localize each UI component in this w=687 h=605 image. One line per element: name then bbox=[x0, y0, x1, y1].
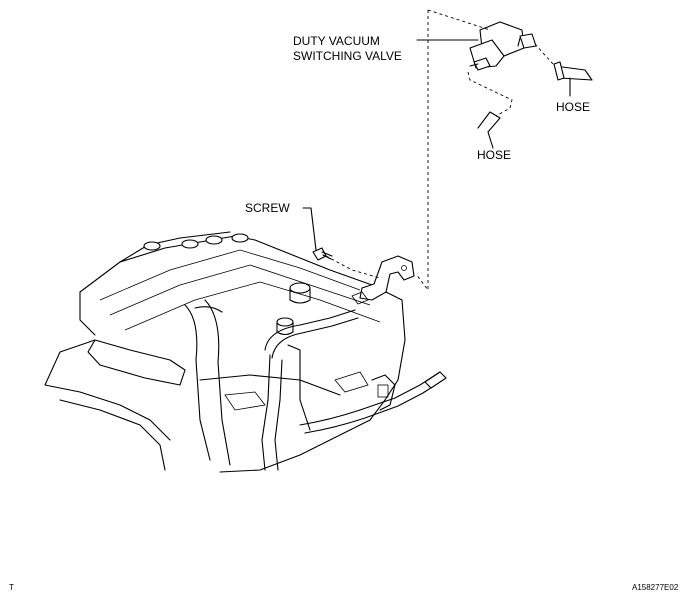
valve-label-line1: DUTY VACUUM bbox=[293, 34, 380, 48]
footer-left-mark: T bbox=[9, 583, 14, 592]
hose-right-label: HOSE bbox=[556, 100, 591, 114]
valve-bracket bbox=[351, 255, 415, 305]
valve-label-line2: SWITCHING VALVE bbox=[293, 49, 402, 63]
assembly-guide-lines bbox=[325, 9, 554, 292]
screw-part bbox=[302, 207, 333, 261]
engine-block-illustration bbox=[44, 231, 447, 473]
hose-left-part bbox=[477, 111, 501, 149]
hose-left-label: HOSE bbox=[477, 148, 512, 162]
figure-code: A158277E02 bbox=[632, 583, 679, 592]
hose-right-part bbox=[553, 61, 593, 97]
duty-vacuum-switching-valve-part bbox=[416, 21, 537, 71]
screw-label: SCREW bbox=[245, 201, 290, 215]
